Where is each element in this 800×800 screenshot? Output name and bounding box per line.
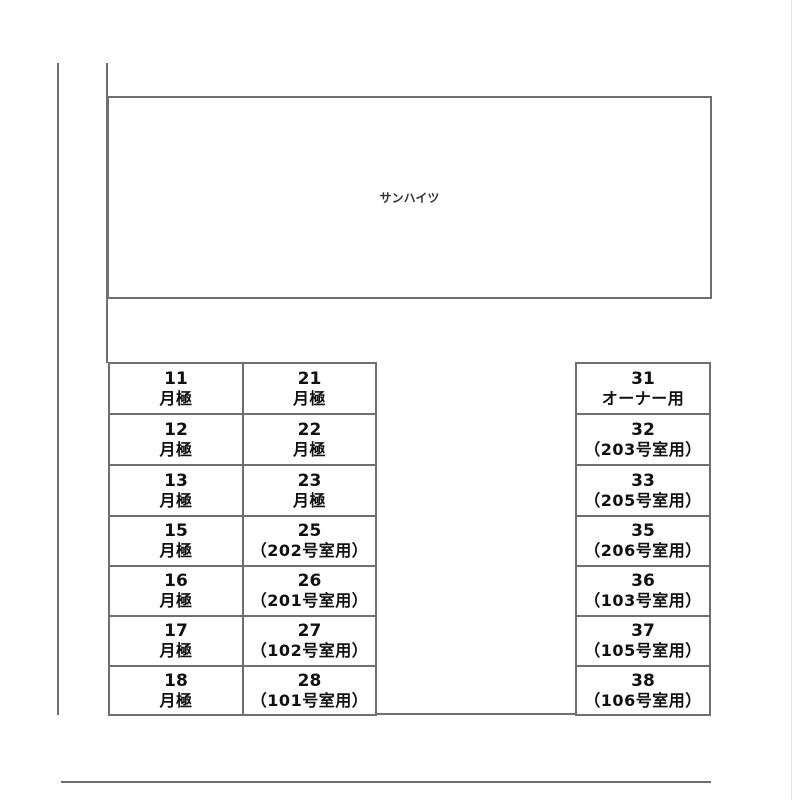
space-usage: 月極 xyxy=(159,591,193,610)
row-divider xyxy=(110,413,375,415)
row-divider xyxy=(577,615,709,617)
building-sun-heights: サンハイツ xyxy=(107,96,712,299)
space-usage: 月極 xyxy=(292,389,326,408)
parking-space-28: 28 （101号室用） xyxy=(244,667,375,714)
parking-space-18: 18 月極 xyxy=(110,667,242,714)
space-number: 26 xyxy=(297,571,322,591)
space-number: 15 xyxy=(164,521,188,541)
space-usage: （101号室用） xyxy=(250,690,369,710)
parking-space-22: 22 月極 xyxy=(244,415,375,464)
space-number: 33 xyxy=(631,470,655,491)
row-divider xyxy=(110,665,375,667)
row-divider xyxy=(577,515,709,517)
space-usage: （105号室用） xyxy=(584,641,702,660)
parking-space-13: 13 月極 xyxy=(110,466,242,515)
space-usage: （106号室用） xyxy=(584,690,702,710)
space-usage: 月極 xyxy=(159,641,193,660)
parking-space-37: 37 （105号室用） xyxy=(577,617,709,665)
parking-space-27: 27 （102号室用） xyxy=(244,617,375,665)
row-divider xyxy=(110,464,375,466)
parking-space-38: 38 （106号室用） xyxy=(577,667,709,714)
space-number: 32 xyxy=(631,419,655,440)
row-divider xyxy=(577,464,709,466)
space-usage: 月極 xyxy=(292,490,326,510)
space-number: 27 xyxy=(297,621,322,641)
parking-space-32: 32 （203号室用） xyxy=(577,415,709,464)
space-number: 36 xyxy=(631,571,655,591)
space-usage: 月極 xyxy=(159,490,193,510)
space-usage: 月極 xyxy=(159,541,193,560)
row-divider xyxy=(577,565,709,567)
parking-space-23: 23 月極 xyxy=(244,466,375,515)
space-usage: （201号室用） xyxy=(250,591,369,610)
space-usage: （206号室用） xyxy=(584,541,702,560)
space-number: 38 xyxy=(631,670,655,691)
space-number: 25 xyxy=(297,521,322,541)
parking-space-26: 26 （201号室用） xyxy=(244,567,375,615)
space-usage: 月極 xyxy=(159,690,193,710)
right-boundary-line xyxy=(791,0,792,800)
space-usage: （203号室用） xyxy=(584,439,702,459)
parking-space-33: 33 （205号室用） xyxy=(577,466,709,515)
space-number: 16 xyxy=(164,571,188,591)
space-number: 23 xyxy=(297,470,322,491)
space-number: 28 xyxy=(297,670,322,691)
space-number: 22 xyxy=(297,419,322,440)
parking-space-31: 31 オーナー用 xyxy=(577,364,709,414)
parking-space-16: 16 月極 xyxy=(110,567,242,615)
space-number: 35 xyxy=(631,521,655,541)
building-name: サンハイツ xyxy=(379,191,440,205)
space-usage: （102号室用） xyxy=(250,641,369,660)
row-divider xyxy=(577,665,709,667)
outer-left-boundary-line xyxy=(57,63,59,715)
parking-space-11: 11 月極 xyxy=(110,364,242,414)
parking-space-17: 17 月極 xyxy=(110,617,242,665)
space-usage: （205号室用） xyxy=(584,490,702,510)
space-number: 17 xyxy=(164,621,188,641)
parking-space-36: 36 （103号室用） xyxy=(577,567,709,615)
space-usage: 月極 xyxy=(159,389,193,408)
space-usage: 月極 xyxy=(292,439,326,459)
space-number: 18 xyxy=(164,670,188,691)
row-divider xyxy=(577,413,709,415)
space-number: 21 xyxy=(297,369,322,389)
space-number: 37 xyxy=(631,621,655,641)
parking-space-15: 15 月極 xyxy=(110,517,242,565)
space-usage: 月極 xyxy=(159,439,193,459)
parking-space-25: 25 （202号室用） xyxy=(244,517,375,565)
space-usage: （103号室用） xyxy=(584,591,702,610)
parking-space-35: 35 （206号室用） xyxy=(577,517,709,565)
space-number: 12 xyxy=(164,419,188,440)
row-divider xyxy=(110,615,375,617)
parking-block-right: 31 オーナー用 32 （203号室用） 33 （205号室用） 35 （206… xyxy=(575,362,711,716)
space-usage: （202号室用） xyxy=(250,541,369,560)
row-divider xyxy=(110,515,375,517)
column-divider xyxy=(242,364,244,714)
parking-space-21: 21 月極 xyxy=(244,364,375,414)
parking-block-left: 11 月極 12 月極 13 月極 15 月極 16 月極 17 月極 18 月… xyxy=(108,362,377,716)
space-number: 11 xyxy=(164,369,188,389)
space-number: 31 xyxy=(631,369,655,389)
row-divider xyxy=(110,565,375,567)
bottom-road-line xyxy=(61,781,711,783)
space-usage: オーナー用 xyxy=(601,389,685,408)
space-number: 13 xyxy=(164,470,188,491)
parking-bottom-connector-line xyxy=(376,713,576,715)
parking-space-12: 12 月極 xyxy=(110,415,242,464)
